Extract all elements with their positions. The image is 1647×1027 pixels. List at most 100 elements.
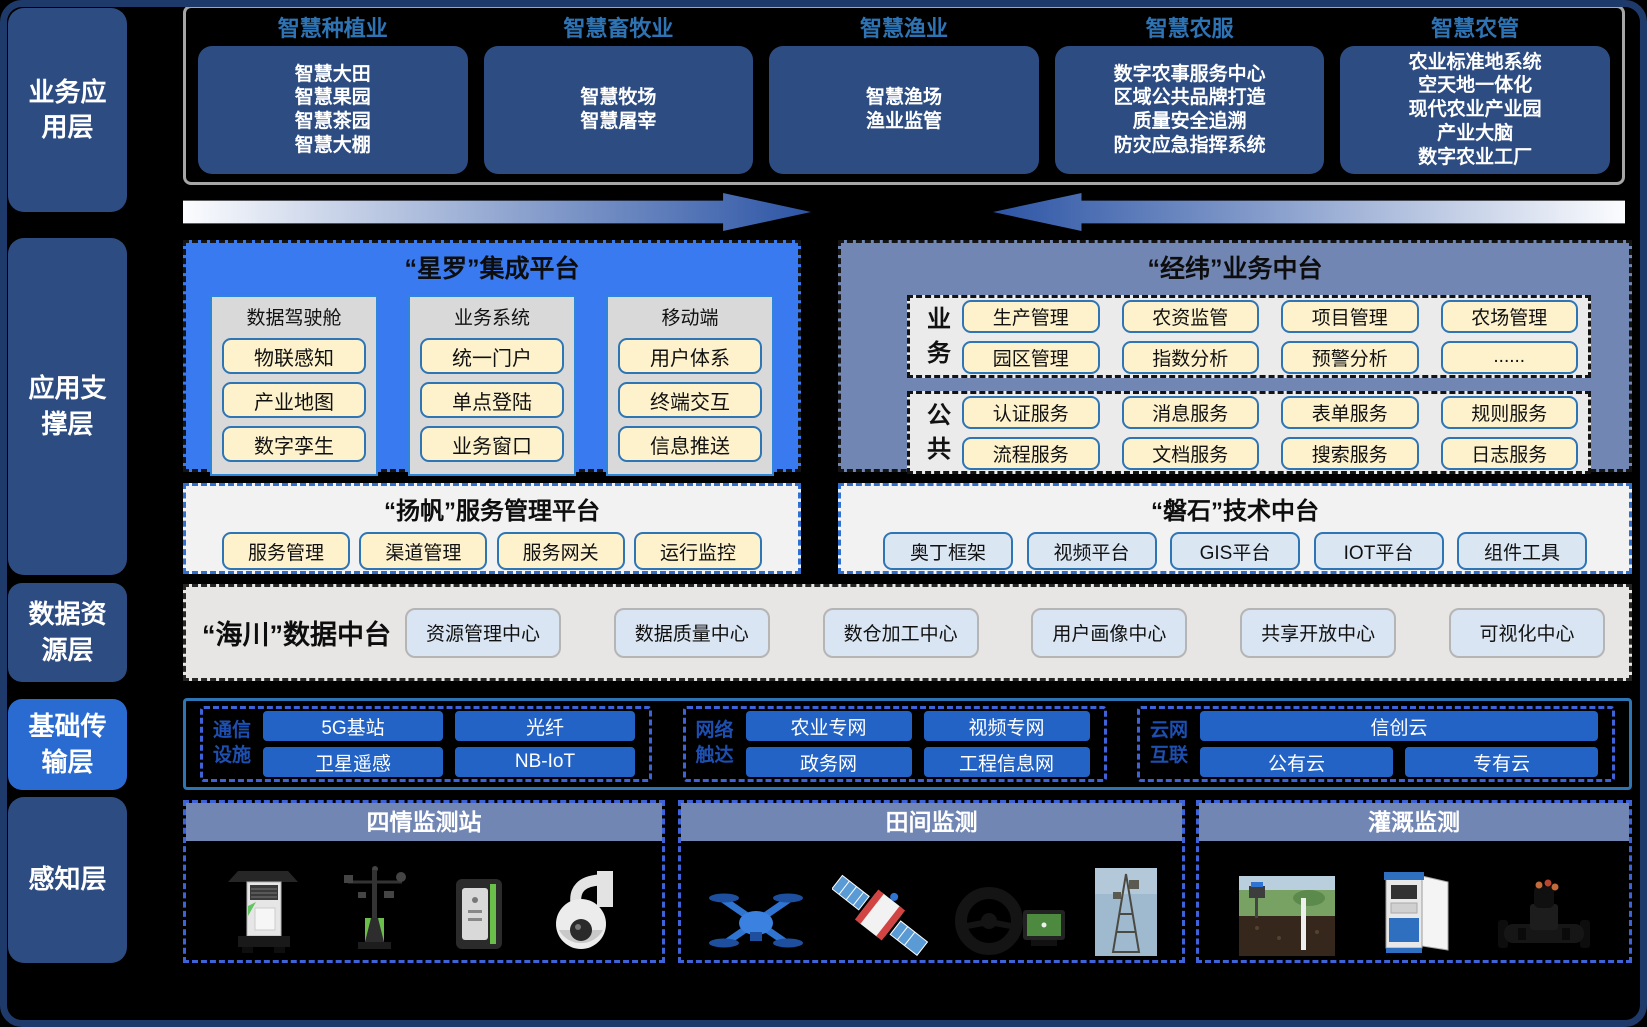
transmission-row: 信创云 [1194,708,1604,744]
service-management-items: 服务管理渠道管理服务网关运行监控 [186,526,798,570]
integration-item: 业务窗口 [420,426,564,462]
data-center-item: 资源管理中心 [405,607,561,658]
business-middle-platform-sections: 业务生产管理农资监管项目管理农场管理园区管理指数分析预警分析......公共认证… [907,295,1591,474]
top-column-box: 农业标准地系统空天地一体化现代农业产业园产业大脑数字农业工厂 [1340,46,1610,174]
section-grid: 生产管理农资监管项目管理农场管理园区管理指数分析预警分析...... [962,299,1578,374]
top-column-title: 智慧种植业 [277,16,388,41]
application-item: 农业标准地系统 [1408,51,1542,73]
top-column-5: 智慧农管农业标准地系统空天地一体化现代农业产业园产业大脑数字农业工厂 [1340,12,1610,174]
top-column-title: 智慧畜牧业 [563,16,674,41]
service-mgmt-item: 渠道管理 [359,532,488,570]
top-column-box: 智慧渔场渔业监管 [769,46,1039,174]
integration-group-title: 数据驾驶舱 [246,308,342,329]
data-middle-platform-title: “海川”数据中台 [202,620,391,650]
network-reach-group: 网络触达 农业专网视频专网政务网工程信息网 [682,706,1107,782]
data-center-item: 用户画像中心 [1031,607,1188,658]
application-item: 智慧果园 [294,87,371,109]
top-column-box: 数字农事服务中心区域公共品牌打造质量安全追溯防灾应急指挥系统 [1054,46,1325,174]
integration-item: 用户体系 [618,338,762,374]
top-column-title: 智慧渔业 [859,16,948,41]
transmission-row: 农业专网视频专网 [740,708,1096,744]
tech-platform-item: 视频平台 [1026,532,1157,570]
service-item: 指数分析 [1121,340,1259,374]
integration-platform-groups: 数据驾驶舱物联感知产业地图数字孪生业务系统统一门户单点登陆业务窗口 移动端用户体系… [186,285,798,476]
top-column-title: 智慧农管 [1431,16,1520,41]
field-monitoring-panel: 田间监测 [678,800,1185,963]
service-management-platform-title: “扬帆”服务管理平台 [384,498,600,525]
application-item: 智慧茶园 [294,111,371,132]
application-item: 现代农业产业园 [1408,99,1542,121]
transmission-item: 信创云 [1200,711,1598,741]
field-monitoring-devices [681,841,1182,962]
drone-icon [706,886,806,956]
cloud-network-group: 云网互联 信创云公有云专有云 [1137,706,1615,782]
field-tower-icon [1094,868,1157,956]
service-item: 搜索服务 [1281,436,1419,470]
section-label: 业务 [927,305,951,367]
transmission-item: 政务网 [745,747,912,777]
transmission-item: 工程信息网 [923,747,1090,777]
top-column-box: 智慧牧场智慧屠宰 [483,46,754,174]
service-item: 农场管理 [1440,299,1578,333]
data-middle-platform-panel: “海川”数据中台 资源管理中心数据质量中心数仓加工中心用户画像中心共享开放中心可… [183,584,1632,681]
integration-platform-title: “星罗”集成平台 [404,255,580,283]
service-item: 规则服务 [1440,395,1578,429]
tech-platform-item: IOT平台 [1313,532,1444,570]
application-item: 数字农事服务中心 [1113,63,1266,85]
application-item: 渔业监管 [865,111,942,132]
service-item: 文档服务 [1121,436,1259,470]
business-middle-platform-title: “经纬”业务中台 [1147,255,1323,283]
auto-steering-icon [953,884,1069,956]
integration-platform-panel: “星罗”集成平台 数据驾驶舱物联感知产业地图数字孪生业务系统统一门户单点登陆业务… [183,240,801,476]
service-item: 农资监管 [1121,299,1259,333]
integration-item: 信息推送 [618,426,762,462]
service-item: 流程服务 [962,436,1100,470]
business-platform-section: 公共认证服务消息服务表单服务规则服务流程服务文档服务搜索服务日志服务 [907,391,1591,474]
transmission-item: 光纤 [455,711,635,741]
application-item: 区域公共品牌打造 [1113,87,1266,109]
tech-platform-item: 奥丁框架 [883,532,1013,570]
communication-facility-label: 通信设施 [212,720,251,766]
transmission-item: 5G基站 [263,711,443,741]
field-monitoring-title: 田间监测 [681,803,1182,841]
integration-item: 产业地图 [222,382,366,418]
top-column-4: 智慧农服数字农事服务中心区域公共品牌打造质量安全追溯防灾应急指挥系统 [1054,12,1325,174]
transmission-item: NB-IoT [455,747,635,777]
irrigation-cabinet-icon [1374,868,1458,956]
service-mgmt-item: 服务管理 [222,532,350,570]
sensor-cabinet-icon [448,874,510,956]
network-reach-label: 网络触达 [695,720,734,766]
flow-arrow-left-icon [993,193,1625,231]
service-item: 园区管理 [962,340,1100,374]
soil-moisture-icon [1238,876,1335,956]
integration-group: 数据驾驶舱物联感知产业地图数字孪生 [210,295,378,476]
layer-label-perception: 感知层 [8,797,127,963]
four-conditions-monitoring-panel: 四情监测站 [183,800,665,963]
service-item: 生产管理 [962,299,1100,333]
data-center-item: 数据质量中心 [613,607,770,658]
integration-group-title: 移动端 [661,308,719,329]
tech-platform-item: 组件工具 [1457,532,1587,570]
data-center-item: 可视化中心 [1448,607,1605,658]
application-item: 质量安全追溯 [1132,111,1247,132]
section-label: 公共 [927,401,951,463]
transmission-item: 视频专网 [923,711,1090,741]
application-item: 智慧大田 [294,63,371,85]
service-item: 表单服务 [1281,395,1419,429]
service-item: 认证服务 [962,395,1100,429]
top-column-title: 智慧农服 [1145,16,1234,41]
top-column-box: 智慧大田智慧果园智慧茶园智慧大棚 [198,46,468,174]
top-column-3: 智慧渔业智慧渔场渔业监管 [769,12,1039,174]
application-item: 数字农业工厂 [1418,146,1533,168]
integration-group: 业务系统统一门户单点登陆业务窗口 [408,295,576,476]
transmission-item: 农业专网 [745,711,912,741]
cloud-network-label: 云网互联 [1149,720,1188,766]
business-middle-platform-panel: “经纬”业务中台 业务生产管理农资监管项目管理农场管理园区管理指数分析预警分析.… [838,240,1632,474]
service-item: ...... [1440,340,1578,374]
layer-label-business-application: 业务应用层 [8,8,127,212]
